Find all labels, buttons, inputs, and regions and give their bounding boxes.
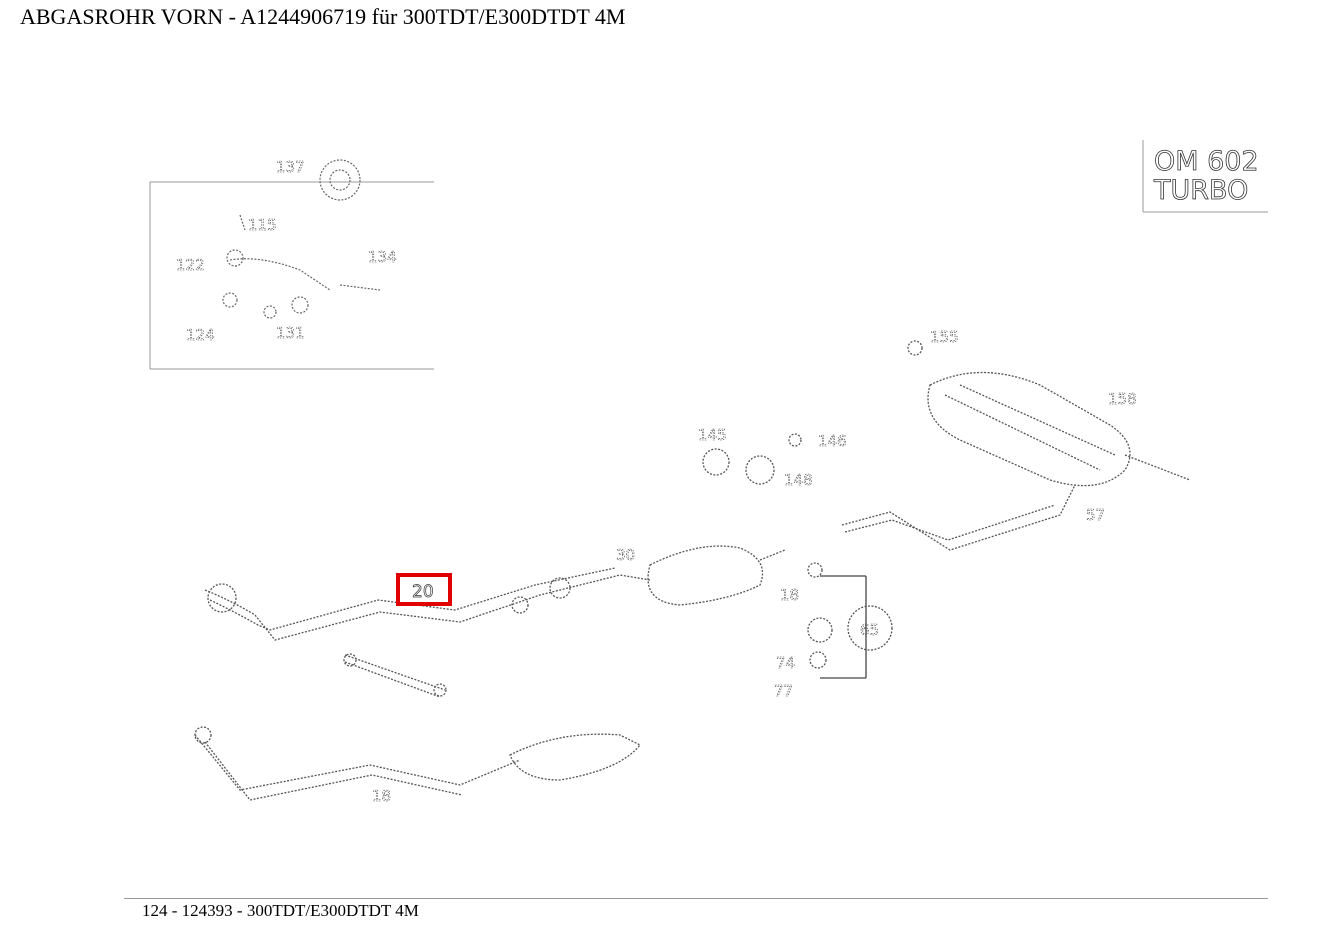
footer-divider bbox=[124, 898, 1268, 899]
rear-muffler bbox=[907, 340, 1191, 487]
rubber-mounts bbox=[702, 433, 802, 485]
clamp-assembly bbox=[807, 562, 893, 679]
highlight-box[interactable] bbox=[396, 573, 452, 606]
callout-inset-d: 131 bbox=[276, 324, 305, 342]
engine-label-box: OM 602 TURBO bbox=[1142, 140, 1268, 213]
engine-label-line2: TURBO bbox=[1153, 175, 1248, 206]
callout-inset-a: 115 bbox=[248, 216, 277, 234]
callout-mount-a: 145 bbox=[698, 426, 727, 444]
callout-pipe-mid: 30 bbox=[616, 546, 635, 564]
callout-clamp-a: 65 bbox=[860, 621, 879, 639]
callout-inset-top: 137 bbox=[276, 158, 305, 176]
inset-frame bbox=[149, 181, 434, 370]
callout-clamp-b: 74 bbox=[776, 654, 795, 672]
callout-mount-b: 146 bbox=[818, 432, 847, 450]
callout-muffler-side: 158 bbox=[1108, 390, 1137, 408]
footer-caption: 124 - 124393 - 300TDT/E300DTDT 4M bbox=[142, 901, 419, 920]
callout-inset-c: 124 bbox=[186, 326, 215, 344]
callout-inset-b: 122 bbox=[176, 256, 205, 274]
rear-pipe bbox=[841, 484, 1076, 551]
inset-parts bbox=[222, 159, 381, 319]
callout-clamp-c: 77 bbox=[774, 682, 793, 700]
bracket bbox=[343, 653, 447, 698]
page-title: ABGASROHR VORN - A1244906719 für 300TDT/… bbox=[20, 4, 626, 29]
highlight-label: 20 bbox=[412, 582, 434, 602]
callout-inset-e: 134 bbox=[368, 248, 397, 266]
pre-muffler bbox=[619, 545, 786, 606]
callout-muffler-top: 155 bbox=[930, 328, 959, 346]
lower-exhaust-pipe bbox=[194, 726, 642, 801]
callout-lower-pipe: 18 bbox=[372, 787, 391, 805]
callout-rear-pipe: 57 bbox=[1086, 506, 1105, 524]
callout-labels: 137 115 122 124 131 134 155 158 145 146 … bbox=[176, 158, 1137, 806]
highlighted-part-marker[interactable]: 20 bbox=[396, 573, 452, 606]
engine-label-line1: OM 602 bbox=[1154, 146, 1259, 177]
callout-bracket: 18 bbox=[780, 586, 799, 604]
callout-mount-c: 148 bbox=[784, 471, 813, 489]
